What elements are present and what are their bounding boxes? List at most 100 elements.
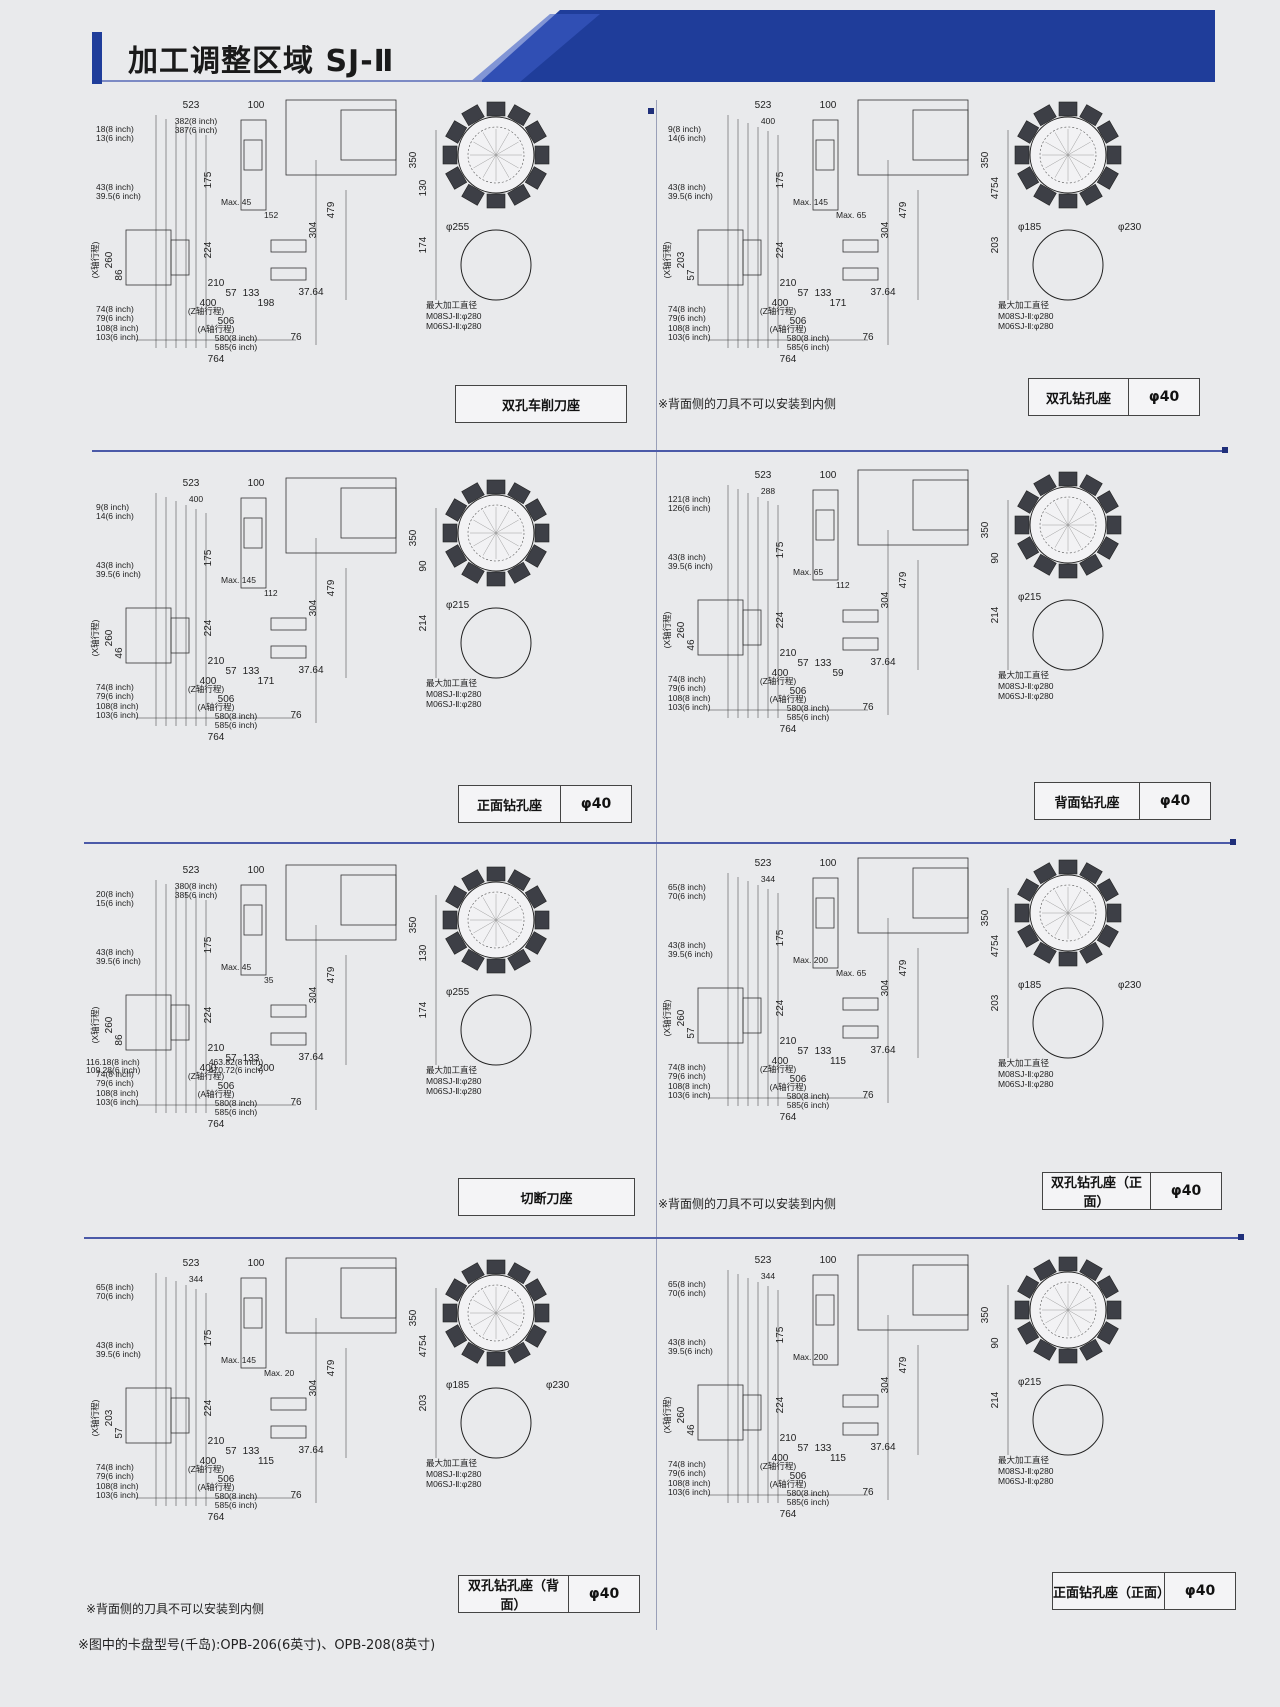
dim-label: (A轴行程) (198, 324, 235, 334)
dim-label: Max. 145 (221, 575, 256, 585)
work-circle (1032, 1384, 1104, 1456)
turret-disc (442, 101, 550, 209)
dim-label: 175 (203, 1329, 214, 1346)
dim-label: 76 (290, 1097, 302, 1108)
header-rule (102, 80, 482, 82)
dim-label: 506 (218, 1474, 235, 1485)
dim-label: 70(6 inch) (96, 1291, 134, 1301)
dim-label: 585(6 inch) (787, 342, 830, 352)
turret-cover (340, 874, 397, 926)
dim-label: 57 (797, 288, 809, 299)
dim-label: 506 (218, 316, 235, 327)
dim-label: 133 (243, 288, 260, 299)
holder-diameter: φ40 (1150, 1173, 1221, 1209)
dim-label: 108(8 inch) (668, 693, 711, 703)
dim-label: 46 (686, 1424, 697, 1436)
work-circle (1032, 599, 1104, 671)
dim-label: φ185 (1018, 222, 1042, 233)
dim-label: 380(8 inch) (175, 881, 218, 891)
dim-label: 39.5(6 inch) (96, 956, 141, 966)
dim-label: 523 (183, 478, 200, 489)
chuck-jaw (170, 1397, 190, 1434)
dim-label: Max. 65 (836, 968, 867, 978)
dim-label: 70(6 inch) (668, 1288, 706, 1298)
dim-label: 175 (203, 171, 214, 188)
dim-label: 479 (898, 1356, 909, 1373)
dim-label: (A轴行程) (198, 1089, 235, 1099)
dim-label: 175 (775, 171, 786, 188)
panel-note: ※背面侧的刀具不可以安装到内侧 (658, 1197, 837, 1211)
dim-label: 35 (264, 975, 274, 985)
dim-label: (Z轴行程) (760, 306, 797, 316)
dim-label: M06SJ-Ⅱ:φ280 (426, 1479, 482, 1489)
dim-label: φ255 (446, 222, 470, 233)
dim-label: 112 (836, 580, 850, 590)
chuck-jaw (742, 609, 762, 646)
dim-label: 585(6 inch) (215, 1107, 258, 1117)
dim-label: 382(8 inch) (175, 116, 218, 126)
dim-label: (Z轴行程) (760, 1461, 797, 1471)
holder-slot (842, 1422, 879, 1436)
dim-label: 214 (990, 1391, 1001, 1408)
holder-block (243, 517, 263, 549)
dim-label: 90 (418, 560, 429, 572)
dim-label: (X轴行程) (662, 999, 672, 1036)
holder-slot (842, 239, 879, 253)
technical-drawing: 65(8 inch)70(6 inch)43(8 inch)39.5(6 inc… (90, 1257, 570, 1523)
dim-label: 100 (820, 858, 837, 869)
dim-label: 344 (761, 874, 775, 884)
dim-label: 103(6 inch) (96, 1490, 139, 1500)
holder-slot (842, 267, 879, 281)
technical-drawing: 121(8 inch)126(6 inch)43(8 inch)39.5(6 i… (662, 469, 1122, 735)
dim-label: 74(8 inch) (96, 1462, 134, 1472)
dim-label: (Z轴行程) (188, 306, 225, 316)
holder-diameter: φ40 (1164, 1573, 1235, 1609)
dim-label: 523 (183, 1258, 200, 1269)
dim-label: M08SJ-Ⅱ:φ280 (998, 681, 1054, 691)
dim-label: 37.64 (870, 1442, 895, 1453)
dim-label: 764 (208, 1119, 225, 1130)
dim-label: 174 (418, 1001, 429, 1018)
dim-label: 57 (114, 1427, 125, 1439)
dim-label: 126(6 inch) (668, 503, 711, 513)
tool-holder (812, 1274, 839, 1366)
dim-label: 100 (820, 470, 837, 481)
dim-label: 79(6 inch) (96, 313, 134, 323)
dim-label: 37.64 (870, 287, 895, 298)
dim-label: 74(8 inch) (668, 1459, 706, 1469)
dim-label: 57 (797, 1046, 809, 1057)
dim-label: 39.5(6 inch) (668, 1346, 713, 1356)
dim-label: 580(8 inch) (215, 333, 258, 343)
holder-type-label: 双孔钻孔座（背面）φ40 (458, 1575, 640, 1613)
dim-label: 260 (676, 1009, 687, 1026)
dim-label: 74(8 inch) (668, 674, 706, 684)
dim-label: 最大加工直径 (426, 300, 478, 310)
dim-label: 260 (676, 621, 687, 638)
chuck (125, 229, 172, 286)
dim-label: 350 (980, 1306, 991, 1323)
dim-label: M08SJ-Ⅱ:φ280 (426, 1076, 482, 1086)
holder-name: 双孔钻孔座（正面） (1050, 1176, 1142, 1210)
dim-label: Max. 20 (264, 1368, 295, 1378)
turret-cover (912, 1264, 969, 1316)
turret-cover (912, 479, 969, 531)
dim-label: 133 (243, 666, 260, 677)
dim-label: M08SJ-Ⅱ:φ280 (426, 1469, 482, 1479)
dim-label: (X轴行程) (90, 1399, 100, 1436)
row-separator (84, 842, 1234, 844)
holder-slot (270, 1004, 307, 1018)
dim-label: 76 (862, 702, 874, 713)
holder-type-label: 双孔钻孔座（正面）φ40 (1042, 1172, 1222, 1210)
dim-label: 350 (980, 521, 991, 538)
chuck (125, 994, 172, 1051)
turret-disc (442, 479, 550, 587)
turret-disc (1014, 471, 1122, 579)
dim-label: 350 (408, 916, 419, 933)
dim-label: 304 (308, 221, 319, 238)
dim-label: 224 (203, 1399, 214, 1416)
dim-label: 57 (686, 269, 697, 281)
holder-block (815, 509, 835, 541)
